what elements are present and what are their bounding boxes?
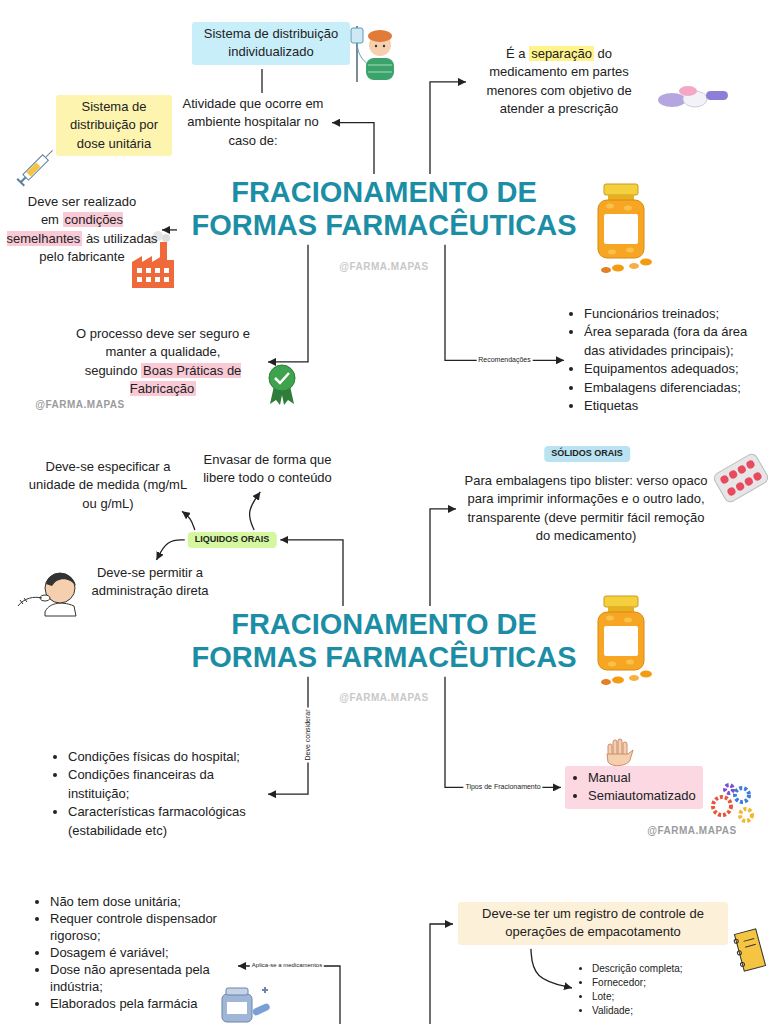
category-tag: LIQUIDOS ORAIS bbox=[188, 532, 277, 548]
node-text: SÓLIDOS ORAIS bbox=[551, 448, 623, 460]
node-text: Condições financeiras da instituição; bbox=[68, 766, 264, 803]
node-text: Elaborados pela farmácia bbox=[50, 995, 236, 1012]
node-text: Validade; bbox=[592, 1004, 726, 1018]
pills-icon bbox=[658, 86, 728, 107]
topic-text: O processo deve ser seguro e manter a qu… bbox=[62, 325, 264, 399]
central-topic: FRACIONAMENTO DE FORMAS FARMACÊUTICAS bbox=[179, 176, 589, 243]
node-text: FRACIONAMENTO DE FORMAS FARMACÊUTICAS bbox=[179, 608, 589, 675]
node-text: Envasar de forma que libere todo o conte… bbox=[195, 451, 340, 488]
connector bbox=[445, 677, 561, 788]
node-text: Sistema de distribuição por dose unitári… bbox=[63, 98, 165, 153]
node-text: Sistema de distribuição individualizado bbox=[199, 25, 343, 62]
node-text: É a bbox=[506, 46, 526, 61]
watermark: @FARMA.MAPAS bbox=[339, 260, 428, 274]
node-text: Para embalagens tipo blister: verso opac… bbox=[460, 472, 712, 546]
node-text: Fornecedor; bbox=[592, 976, 726, 990]
syringe-icon bbox=[17, 147, 56, 186]
node-text: Deve-se ter um registro de controle de o… bbox=[468, 905, 718, 942]
node-text: Equipamentos adequados; bbox=[584, 360, 762, 378]
node-text: Manual bbox=[588, 769, 696, 787]
connector bbox=[182, 511, 195, 530]
node-text: Descrição completa; bbox=[592, 962, 726, 976]
node-text: Etiquetas bbox=[584, 397, 762, 415]
node-text: separação bbox=[529, 46, 594, 61]
node-text: Dosagem é variável; bbox=[50, 944, 236, 961]
tag-box: Sistema de distribuição por dose unitári… bbox=[56, 95, 172, 156]
connector bbox=[430, 82, 466, 174]
pill-bottle-icon bbox=[598, 596, 652, 685]
connector bbox=[162, 229, 177, 230]
node-text: Boas Práticas de Fabricação bbox=[130, 363, 242, 396]
node-text: Não tem dose unitária; bbox=[50, 893, 236, 910]
watermark: @FARMA.MAPAS bbox=[339, 691, 428, 705]
connector bbox=[250, 492, 261, 530]
topic-text: Deve ser realizado emcondições semelhant… bbox=[6, 193, 158, 267]
medicine-icon bbox=[222, 987, 271, 1022]
note-box: Deve-se ter um registro de controle de o… bbox=[458, 902, 728, 945]
watermark: @FARMA.MAPAS bbox=[35, 398, 124, 412]
blister-icon bbox=[712, 452, 768, 504]
connector bbox=[157, 540, 185, 560]
connector bbox=[332, 123, 374, 174]
node-text: Embalagens diferenciadas; bbox=[584, 379, 762, 397]
tag-box: Sistema de distribuição individualizado bbox=[192, 22, 350, 65]
edge-label: Deve considerar bbox=[304, 708, 312, 763]
node-text: Condições físicas do hospital; bbox=[68, 748, 264, 766]
topic-text: Envasar de forma que libere todo o conte… bbox=[195, 451, 340, 488]
category-tag: SÓLIDOS ORAIS bbox=[544, 446, 630, 462]
node-text: Requer controle dispensador rigoroso; bbox=[50, 910, 236, 944]
hand-icon bbox=[607, 739, 633, 766]
topic-text: Deve-se permitir a administração direta bbox=[85, 564, 215, 601]
node-text: Semiautomatizado bbox=[588, 787, 696, 805]
node-text: Características farmacológicas (estabili… bbox=[68, 803, 264, 840]
edge-label: Tipos de Fracionamento bbox=[463, 783, 542, 791]
node-text: Deve-se permitir a administração direta bbox=[85, 564, 215, 601]
leader-line bbox=[238, 966, 340, 1024]
node-text: Atividade que ocorre em ambiente hospita… bbox=[178, 95, 328, 150]
notebook-icon bbox=[733, 929, 766, 972]
patient-icon bbox=[351, 26, 394, 82]
quality-badge bbox=[269, 365, 295, 405]
node-text: Funcionários treinados; bbox=[584, 305, 762, 323]
connector bbox=[261, 69, 262, 93]
topic-text: Para embalagens tipo blister: verso opac… bbox=[460, 472, 712, 546]
node-text: FRACIONAMENTO DE FORMAS FARMACÊUTICAS bbox=[179, 176, 589, 243]
bullet-list: Condições físicas do hospital;Condições … bbox=[52, 748, 264, 840]
edge-label: Recomendações bbox=[476, 356, 533, 364]
topic-text: É aseparaçãodo medicamento em partes men… bbox=[470, 45, 648, 119]
node-text: Área separada (fora da área das atividad… bbox=[584, 323, 762, 360]
bullet-list: Descrição completa;Fornecedor;Lote;Valid… bbox=[576, 962, 726, 1018]
node-text: LIQUIDOS ORAIS bbox=[195, 534, 270, 546]
topic-text: Atividade que ocorre em ambiente hospita… bbox=[178, 95, 328, 150]
leader-line bbox=[430, 924, 453, 1024]
connector bbox=[280, 540, 343, 606]
connector bbox=[531, 949, 572, 988]
node-text: Deve-se especificar a unidade de medida … bbox=[28, 458, 188, 513]
branch-label: Aplica-se a medicamentos bbox=[250, 962, 324, 969]
node-text: Dose não apresentada pela indústria; bbox=[50, 961, 236, 995]
connector bbox=[268, 245, 308, 362]
bullet-list: Funcionários treinados;Área separada (fo… bbox=[568, 305, 762, 416]
connector bbox=[445, 245, 564, 361]
watermark: @FARMA.MAPAS bbox=[647, 824, 736, 838]
pill-bottle-icon bbox=[598, 184, 652, 273]
bullet-list: Não tem dose unitária;Requer controle di… bbox=[34, 893, 236, 1012]
type-box: ManualSemiautomatizado bbox=[565, 766, 703, 809]
connector bbox=[268, 677, 308, 794]
node-text: Lote; bbox=[592, 990, 726, 1004]
central-topic: FRACIONAMENTO DE FORMAS FARMACÊUTICAS bbox=[179, 608, 589, 675]
person-icon bbox=[18, 573, 76, 616]
topic-text: Deve-se especificar a unidade de medida … bbox=[28, 458, 188, 513]
connector bbox=[430, 509, 456, 606]
gears-icon bbox=[713, 785, 752, 821]
